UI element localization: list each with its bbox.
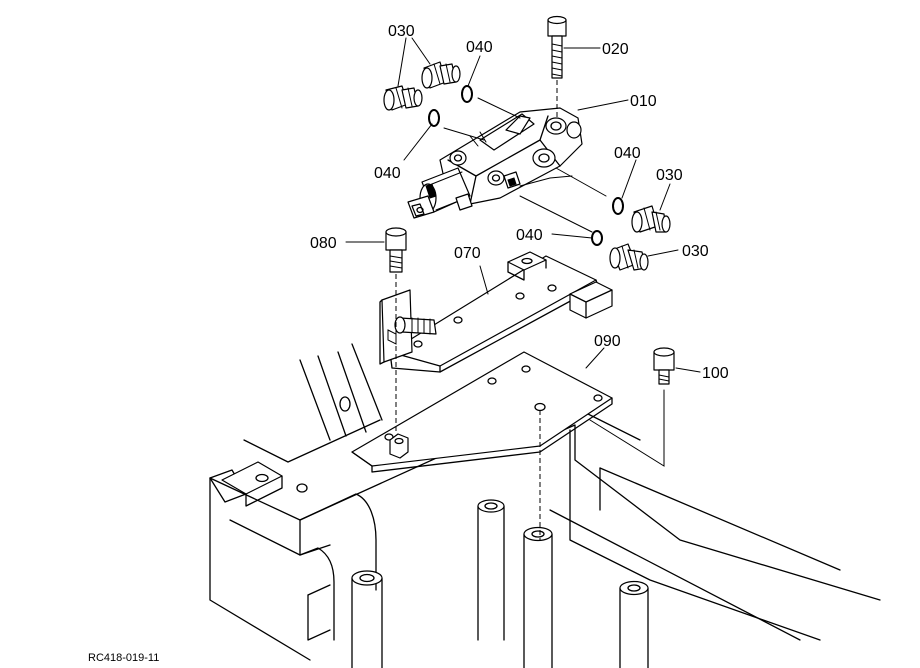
bolt-020 — [547, 15, 567, 118]
label-030-lower: 030 — [682, 243, 709, 260]
label-040-lower: 040 — [516, 227, 543, 244]
o-ring-upper — [461, 85, 473, 103]
bolt-100 — [539, 347, 675, 540]
post-3 — [351, 570, 383, 668]
o-ring-lower — [591, 230, 603, 246]
label-040-top: 040 — [466, 39, 493, 56]
label-080: 080 — [310, 235, 337, 252]
label-040-left: 040 — [374, 165, 401, 182]
post-1 — [477, 499, 505, 641]
o-ring-right — [612, 197, 624, 215]
label-040-right: 040 — [614, 145, 641, 162]
label-030-right: 030 — [656, 167, 683, 184]
post-2 — [523, 526, 553, 668]
bracket-070 — [379, 251, 613, 373]
leader-lines — [345, 37, 701, 373]
label-030-top: 030 — [388, 23, 415, 40]
label-020: 020 — [602, 41, 629, 58]
valve-body-010 — [407, 107, 607, 233]
o-ring-left — [428, 109, 440, 127]
fitting-030-upper-right — [421, 61, 461, 89]
fitting-030-mid-right — [631, 205, 671, 233]
label-100: 100 — [702, 365, 729, 382]
fitting-030-lower-right — [609, 243, 649, 271]
part-labels: 030 040 020 010 040 040 030 040 030 080 … — [310, 23, 729, 382]
post-4 — [619, 580, 649, 668]
figure-code: RC418-019-11 — [88, 652, 159, 664]
label-070: 070 — [454, 245, 481, 262]
label-010: 010 — [630, 93, 657, 110]
fitting-030-upper-left — [383, 85, 423, 111]
label-090: 090 — [594, 333, 621, 350]
bolt-080 — [385, 227, 409, 459]
frame-posts — [351, 499, 649, 668]
